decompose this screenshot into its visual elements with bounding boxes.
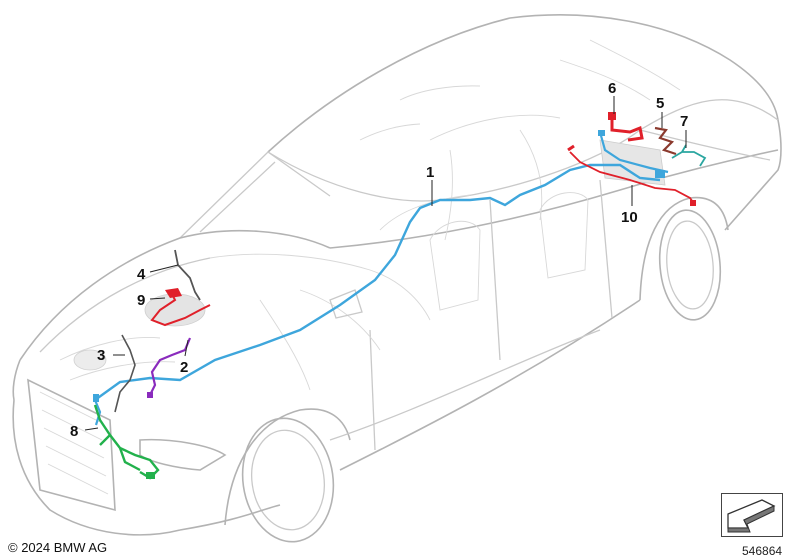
callout-10: 10 [621, 209, 638, 226]
arrow-icon [727, 499, 776, 533]
callout-9: 9 [137, 292, 145, 309]
callout-1: 1 [426, 164, 434, 181]
car-body-outline [12, 14, 782, 543]
harness-3 [114, 334, 136, 413]
callout-4: 4 [137, 266, 146, 283]
rear-harness-10 [569, 151, 696, 206]
callout-2: 2 [180, 359, 188, 376]
copyright-text: © 2024 BMW AG [8, 540, 108, 555]
view-navigation-icon[interactable] [721, 493, 783, 537]
harness-4 [174, 249, 201, 301]
callout-3: 3 [97, 347, 105, 364]
battery-cable-6 [610, 118, 644, 142]
callout-labels: 1 2 3 4 5 6 7 8 9 10 [70, 80, 688, 440]
harness-2 [149, 337, 192, 396]
reference-number: 546864 [742, 544, 783, 558]
harness-8 [93, 404, 160, 480]
harness-7 [671, 144, 707, 167]
leader-lines [84, 96, 687, 431]
wiring-harnesses [93, 112, 707, 480]
front-harness-9 [150, 289, 211, 327]
callout-7: 7 [680, 113, 688, 130]
main-harness-1 [94, 163, 661, 401]
harness-5 [654, 126, 677, 156]
callout-8: 8 [70, 423, 78, 440]
callout-6: 6 [608, 80, 616, 97]
callout-5: 5 [656, 95, 664, 112]
